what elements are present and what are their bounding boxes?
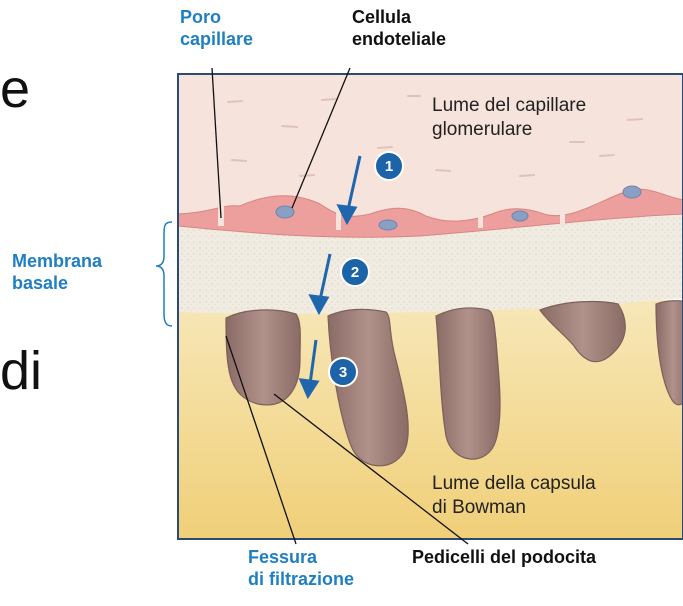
- step-badge-1: 1: [375, 152, 403, 180]
- step-badge-3: 3: [329, 358, 357, 386]
- label-pedicelli-podocita: Pedicelli del podocita: [412, 546, 596, 568]
- label-fessura-filtrazione: Fessura di filtrazione: [248, 546, 354, 590]
- region-capsula-line-2: di Bowman: [432, 496, 596, 520]
- label-poro-line-2: capillare: [180, 28, 253, 50]
- label-fessura-line-1: Fessura: [248, 546, 354, 568]
- membrane-bracket: [156, 222, 172, 326]
- region-lume-capsula: Lume della capsula di Bowman: [432, 472, 596, 520]
- region-capsula-line-1: Lume della capsula: [432, 472, 596, 496]
- region-capillare-line-1: Lume del capillare: [432, 94, 586, 118]
- label-cellula-endoteliale: Cellula endoteliale: [352, 6, 446, 50]
- step-number-2: 2: [351, 264, 359, 281]
- label-poro-capillare: Poro capillare: [180, 6, 253, 50]
- label-cellula-line-1: Cellula: [352, 6, 446, 28]
- label-membrana-line-1: Membrana: [12, 250, 102, 272]
- label-membrana-line-2: basale: [12, 272, 102, 294]
- step-badge-2: 2: [341, 258, 369, 286]
- step-number-1: 1: [385, 158, 393, 175]
- label-cellula-line-2: endoteliale: [352, 28, 446, 50]
- label-fessura-line-2: di filtrazione: [248, 568, 354, 590]
- region-lume-capillare: Lume del capillare glomerulare: [432, 94, 586, 142]
- step-number-3: 3: [339, 364, 347, 381]
- label-membrana-basale: Membrana basale: [12, 250, 102, 294]
- region-capillare-line-2: glomerulare: [432, 118, 586, 142]
- label-poro-line-1: Poro: [180, 6, 253, 28]
